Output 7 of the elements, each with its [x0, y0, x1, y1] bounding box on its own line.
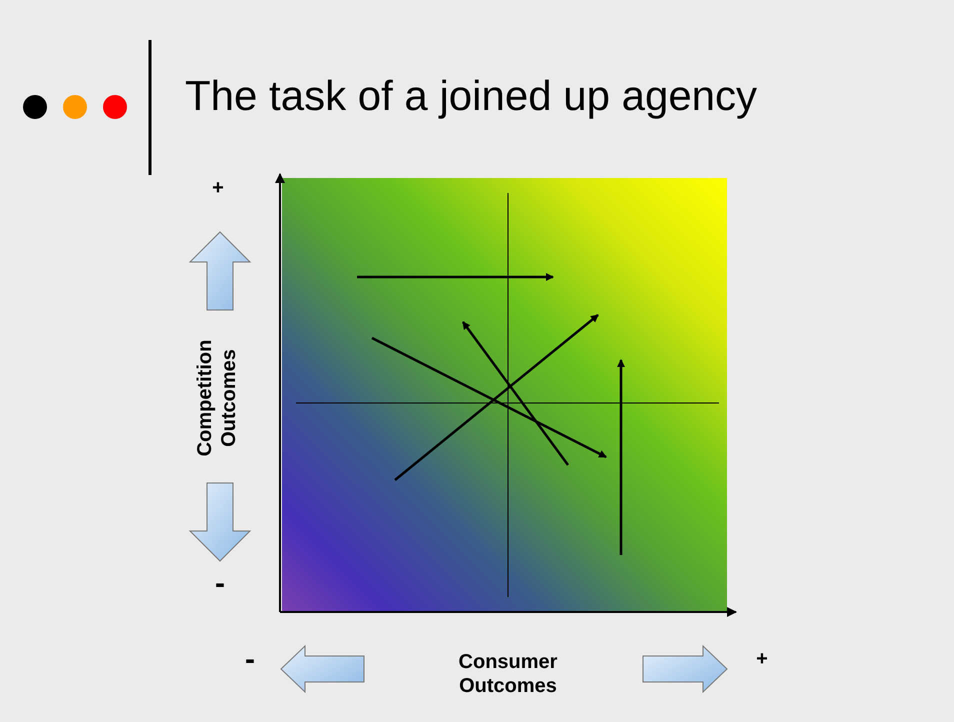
axis-label: Consumer Outcomes: [458, 650, 558, 698]
sign-label: +: [755, 647, 769, 671]
sign-label: -: [214, 566, 226, 602]
title: The task of a joined up agency: [185, 72, 758, 120]
axis-label: Competition Outcomes: [193, 338, 241, 458]
sign-label: +: [211, 176, 225, 200]
sign-label: -: [244, 642, 256, 678]
